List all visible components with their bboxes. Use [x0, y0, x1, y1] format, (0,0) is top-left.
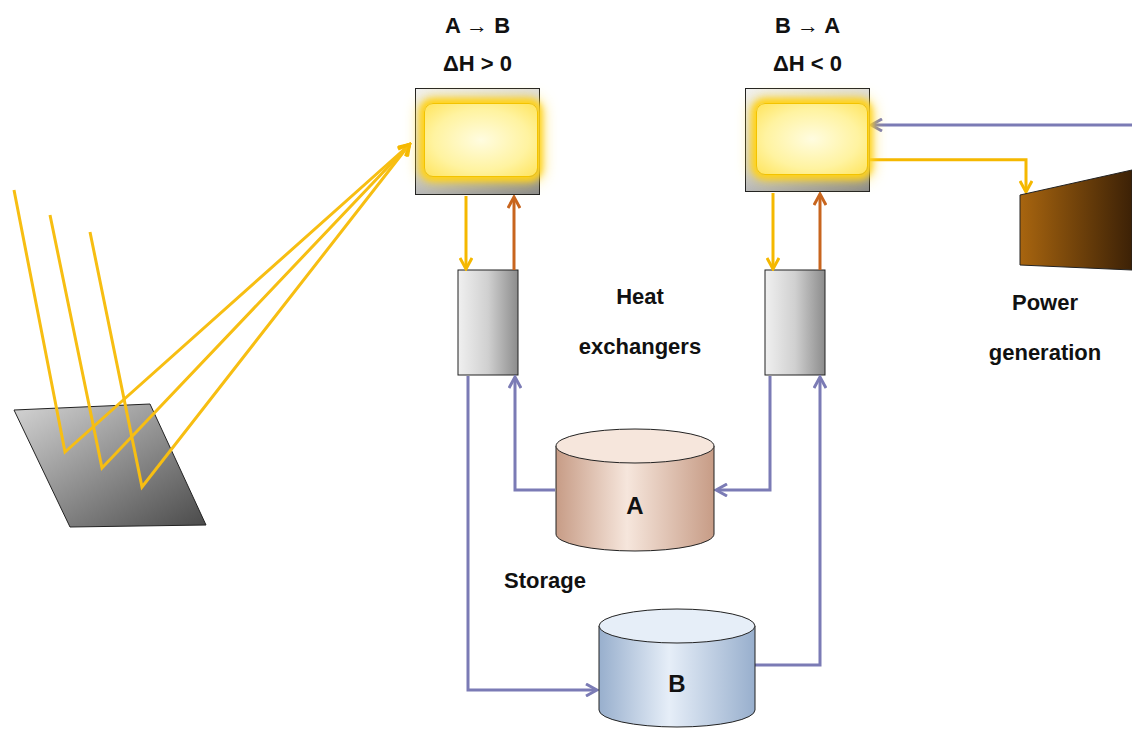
storage-tank: B: [598, 608, 756, 728]
heat-loop: [466, 193, 820, 270]
turbine-shape: [1020, 170, 1132, 270]
heat-exchanger: [765, 270, 825, 375]
heliostat-mirror: [14, 404, 206, 527]
reactor-box: B → AΔH < 0: [745, 88, 870, 192]
heat-exchanger: [458, 270, 518, 375]
storage-pipe: [468, 125, 1132, 690]
reaction-heading: B → AΔH < 0: [698, 7, 918, 83]
tank-shape: [555, 428, 715, 552]
sun-rays: [14, 145, 409, 487]
reactor-glow: [756, 103, 868, 175]
reaction-equation: B → A: [698, 7, 918, 45]
reactor-box: A → BΔH > 0: [415, 88, 540, 195]
power-label: Power generation: [975, 278, 1115, 378]
enthalpy-label: ΔH > 0: [368, 45, 588, 83]
reactor-glow: [424, 103, 538, 177]
storage-label: Storage: [490, 556, 600, 606]
enthalpy-label: ΔH < 0: [698, 45, 918, 83]
heat-to-power-arrow: [870, 160, 1026, 191]
reaction-heading: A → BΔH > 0: [368, 7, 588, 83]
heat-exchanger-label: Heat exchangers: [565, 272, 715, 372]
tank-label: B: [598, 670, 756, 698]
tank-shape: [598, 608, 756, 728]
turbine-symbol: Power generation: [1020, 170, 1132, 270]
tank-label: A: [555, 492, 715, 520]
reaction-equation: A → B: [368, 7, 588, 45]
storage-tank: A: [555, 428, 715, 552]
